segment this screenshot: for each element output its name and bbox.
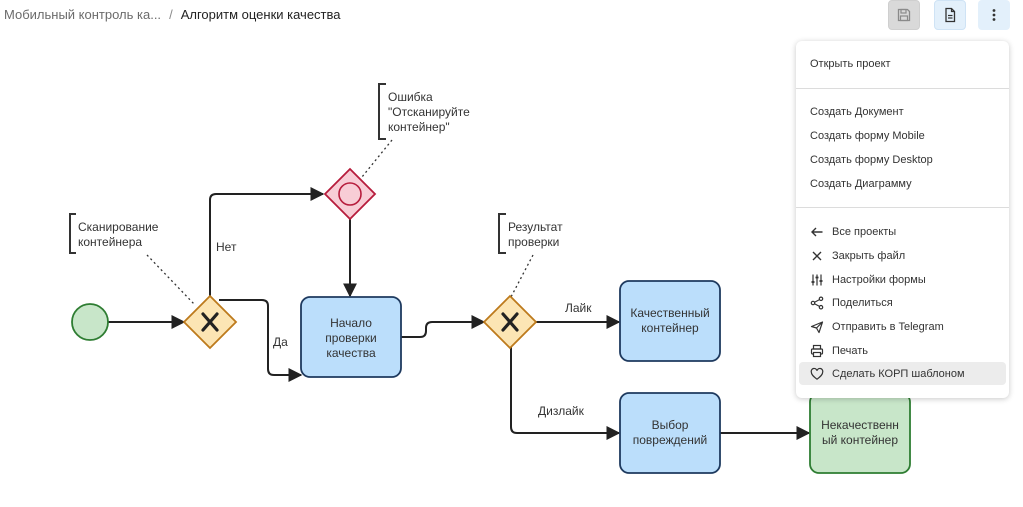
task-start-check-line-3: качества (326, 346, 376, 360)
menu-item-label: Создать Диаграмму (810, 177, 912, 190)
breadcrumb: Мобильный контроль ка... / Алгоритм оцен… (4, 7, 341, 22)
breadcrumb-separator: / (169, 7, 173, 22)
task-bad-container[interactable]: Некачественн ый контейнер (809, 392, 911, 474)
exclusive-gateway-scan[interactable] (182, 294, 238, 350)
flow-label-dislike: Дизлайк (538, 404, 585, 418)
menu-item-label: Поделиться (832, 296, 893, 309)
error-event[interactable] (323, 167, 377, 221)
breadcrumb-parent-link[interactable]: Мобильный контроль ка... (4, 7, 162, 22)
flow-gateway2-dislike[interactable] (510, 347, 621, 440)
flow-start-check-to-gateway2[interactable] (401, 315, 486, 338)
association-scan (146, 254, 196, 306)
menu-item-share[interactable]: Поделиться (799, 291, 1006, 314)
menu-item-label: Создать форму Mobile (810, 129, 925, 142)
gateway-x-icon (201, 312, 219, 332)
annotation-result-line-1: Результат (508, 220, 563, 234)
menu-item-label: Создать Документ (810, 105, 904, 118)
association-result (510, 254, 534, 298)
flow-label-yes: Да (273, 335, 288, 349)
menu-item-label: Все проекты (832, 225, 897, 238)
flow-label-no: Нет (216, 240, 237, 254)
arrow-left-icon (811, 227, 823, 236)
flow-gateway1-no[interactable] (209, 187, 325, 298)
menu-item-label: Отправить в Telegram (832, 320, 944, 333)
heart-icon (810, 367, 824, 380)
more-vertical-icon (992, 9, 996, 21)
menu-item-label: Создать форму Desktop (810, 153, 933, 166)
send-icon (810, 320, 824, 333)
menu-item-create-form-desktop[interactable]: Создать форму Desktop (799, 148, 1006, 171)
flow-label-like: Лайк (565, 301, 592, 315)
annotation-error-line-1: Ошибка (388, 90, 433, 104)
menu-divider (796, 207, 1009, 208)
menu-item-label: Сделать КОРП шаблоном (832, 367, 965, 380)
menu-item-create-diagram[interactable]: Создать Диаграмму (799, 172, 1006, 195)
document-icon (945, 7, 956, 23)
menu-item-form-settings[interactable]: Настройки формы (799, 268, 1006, 291)
task-damage-selection[interactable]: Выбор повреждений (619, 392, 721, 474)
menu-item-print[interactable]: Печать (799, 339, 1006, 362)
more-options-button[interactable] (978, 0, 1010, 30)
annotation-error-line-2: "Отсканируйте (388, 105, 470, 119)
save-icon (897, 8, 911, 22)
breadcrumb-current: Алгоритм оценки качества (180, 7, 341, 22)
task-damage-line-2: повреждений (633, 433, 708, 447)
annotation-scan-line-2: контейнера (78, 235, 142, 249)
menu-item-close-file[interactable]: Закрыть файл (799, 244, 1006, 267)
task-quality-container[interactable]: Качественный контейнер (619, 280, 721, 362)
gateway-x-icon (501, 312, 519, 332)
start-event[interactable] (71, 303, 109, 341)
sliders-icon (811, 274, 823, 285)
share-icon (810, 295, 824, 310)
menu-item-label: Открыть проект (810, 57, 891, 70)
task-start-check-line-2: проверки (325, 331, 376, 345)
menu-item-label: Печать (832, 344, 869, 357)
task-quality-line-2: контейнер (641, 321, 699, 335)
exclusive-gateway-result[interactable] (482, 294, 538, 350)
annotation-result-bracket (498, 213, 506, 254)
menu-item-create-form-mobile[interactable]: Создать форму Mobile (799, 124, 1006, 147)
task-bad-line-1: Некачественн (821, 418, 899, 432)
more-options-menu: Открыть проект Создать Документ Создать … (796, 41, 1009, 398)
task-bad-line-2: ый контейнер (822, 433, 898, 447)
annotation-result-line-2: проверки (508, 235, 559, 249)
flow-gateway1-yes[interactable] (219, 299, 303, 382)
annotation-scan-bracket (69, 213, 76, 254)
task-quality-line-1: Качественный (630, 306, 709, 320)
task-start-check-line-1: Начало (330, 316, 372, 330)
annotation-error-line-3: контейнер" (388, 120, 450, 134)
printer-icon (810, 344, 824, 357)
menu-item-send-telegram[interactable]: Отправить в Telegram (799, 315, 1006, 338)
menu-item-open-project[interactable]: Открыть проект (799, 52, 1006, 75)
annotation-error-bracket (378, 83, 386, 140)
menu-item-all-projects[interactable]: Все проекты (799, 220, 1006, 243)
task-start-check[interactable]: Начало проверки качества (300, 296, 402, 378)
task-damage-line-1: Выбор (652, 418, 689, 432)
save-button[interactable] (888, 0, 920, 30)
menu-item-label: Закрыть файл (832, 249, 906, 262)
association-error (361, 139, 393, 178)
menu-item-label: Настройки формы (832, 273, 926, 286)
close-icon (812, 251, 822, 260)
menu-item-make-corp-template[interactable]: Сделать КОРП шаблоном (799, 362, 1006, 385)
menu-divider (796, 88, 1009, 89)
annotation-scan-line-1: Сканирование (78, 220, 159, 234)
menu-item-create-document[interactable]: Создать Документ (799, 100, 1006, 123)
document-button[interactable] (934, 0, 966, 30)
